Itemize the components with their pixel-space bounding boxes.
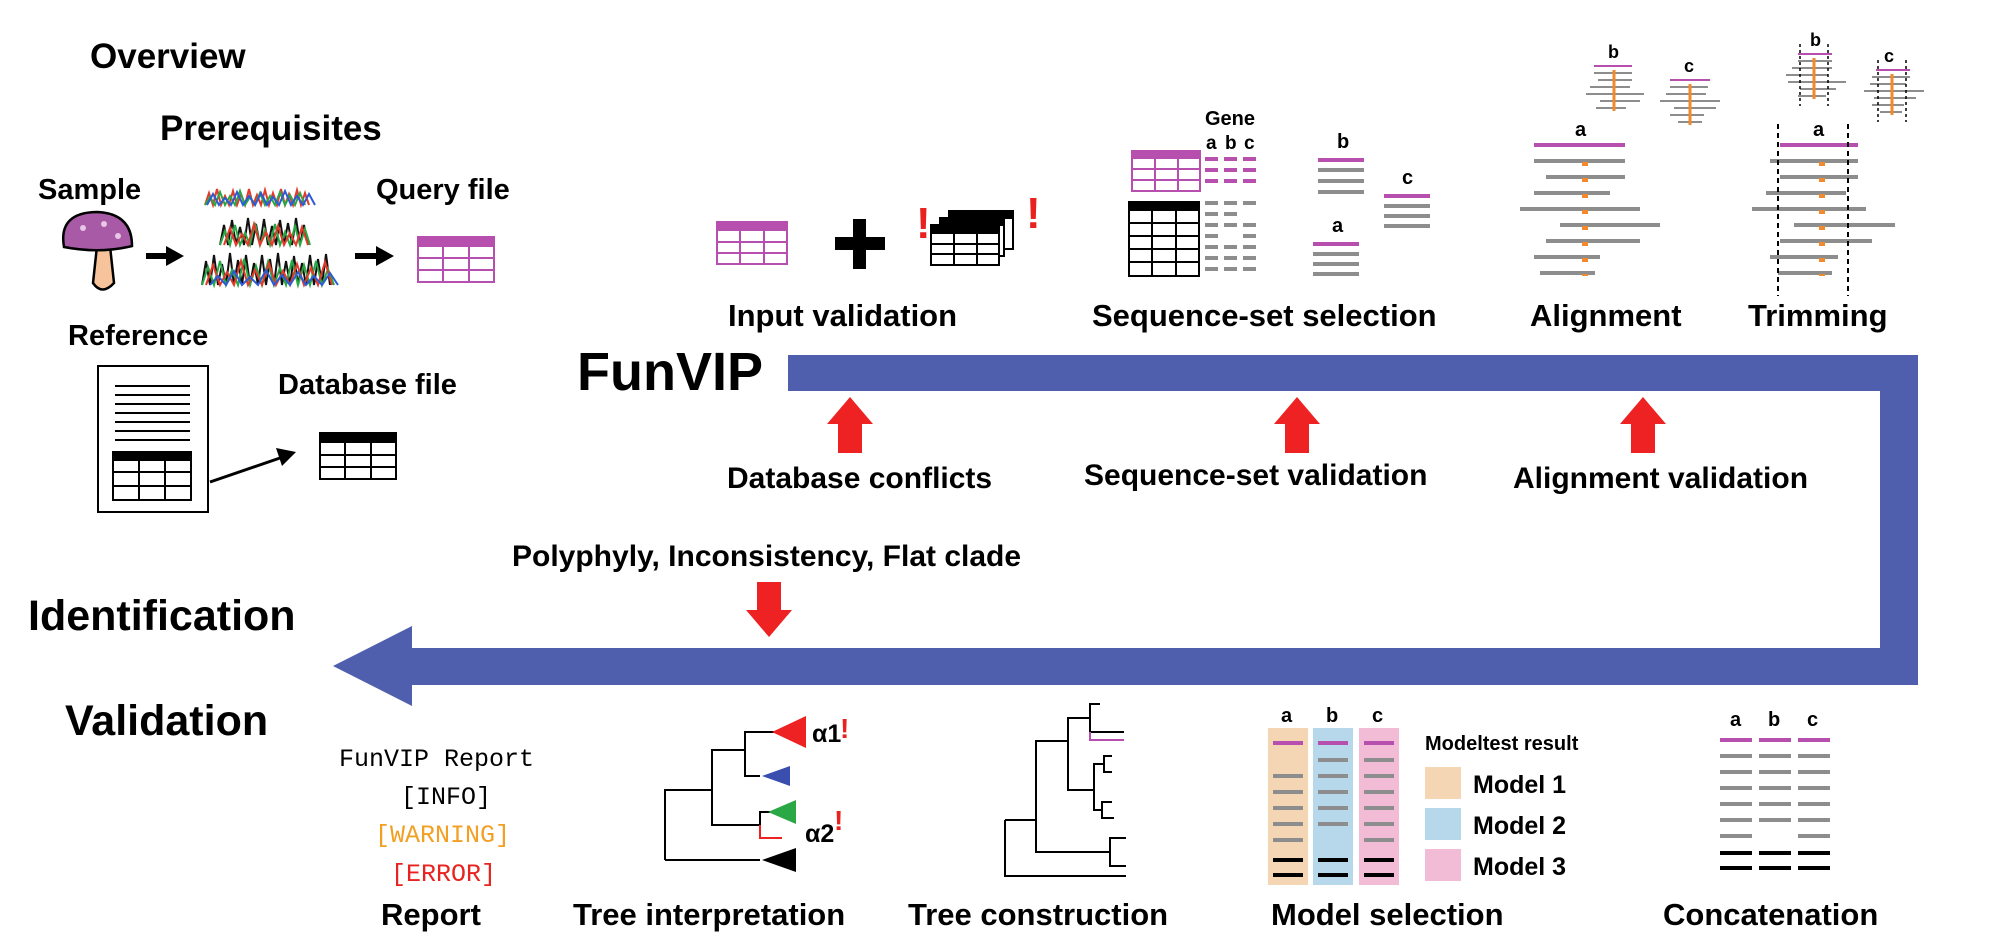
svg-text:b: b: [1326, 705, 1338, 727]
svg-text:a: a: [1332, 215, 1344, 237]
svg-text:c: c: [1684, 56, 1694, 76]
plus-icon: [835, 219, 885, 269]
alignment-validation-label: Alignment validation: [1513, 462, 1808, 495]
svg-text:a: a: [1206, 133, 1217, 154]
chromatogram-icon: [201, 186, 339, 289]
overview-heading: Overview: [90, 37, 246, 76]
model-2-label: Model 2: [1473, 812, 1566, 840]
mushroom-icon: [61, 210, 134, 291]
query-table-icon: [417, 236, 495, 283]
svg-text:c: c: [1884, 46, 1894, 66]
model-selection-label: Model selection: [1271, 897, 1504, 932]
tree-interpretation-label: Tree interpretation: [573, 897, 845, 932]
validation-heading: Validation: [65, 697, 268, 745]
concatenation-label: Concatenation: [1663, 897, 1878, 932]
model-1-label: Model 1: [1473, 771, 1566, 799]
svg-text:!: !: [916, 199, 931, 248]
svg-text:b: b: [1608, 42, 1619, 62]
alert-icon: !: [834, 805, 843, 836]
svg-text:a: a: [1281, 705, 1293, 727]
database-conflicts-label: Database conflicts: [727, 462, 992, 495]
report-info: [INFO]: [401, 783, 491, 812]
svg-text:!: !: [1026, 189, 1041, 238]
svg-text:b: b: [1768, 709, 1780, 731]
modeltest-title: Modeltest result: [1425, 733, 1579, 755]
svg-text:b: b: [1225, 133, 1237, 154]
check-arrow-up-icon: [827, 397, 1666, 453]
report-title: FunVIP Report: [339, 745, 534, 774]
svg-text:c: c: [1372, 705, 1383, 727]
pipeline-flow-arrow: [333, 355, 1918, 706]
svg-text:b: b: [1337, 131, 1349, 153]
construction-tree-icon: [1004, 703, 1126, 877]
svg-text:c: c: [1402, 167, 1413, 189]
svg-text:b: b: [1810, 30, 1821, 50]
gene-matrix-icon: Gene a b c: [1128, 108, 1256, 277]
tree-checks-label: Polyphyly, Inconsistency, Flat clade: [512, 540, 1021, 573]
model-3-swatch: [1425, 849, 1461, 881]
arrow-diagonal-icon: [209, 448, 296, 484]
input-query-table-icon: [716, 221, 788, 265]
check-arrow-down-icon: [746, 582, 792, 637]
database-file-label: Database file: [278, 369, 457, 401]
model-1-swatch: [1425, 767, 1461, 799]
interpretation-tree-icon: α1 ! α2 !: [664, 713, 849, 872]
alignment-icon: a b c: [1520, 42, 1720, 276]
tree-construction-label: Tree construction: [908, 897, 1168, 932]
database-table-icon: [319, 432, 397, 480]
funvip-heading: FunVIP: [577, 342, 763, 402]
concatenation-icon: a b c: [1720, 709, 1830, 870]
reference-label: Reference: [68, 320, 208, 352]
svg-text:c: c: [1244, 133, 1255, 154]
model-2-swatch: [1425, 808, 1461, 840]
report-label: Report: [381, 897, 481, 932]
clade-alpha1-label: α1: [812, 720, 841, 748]
arrow-right-icon: [355, 246, 394, 266]
report-error: [ERROR]: [391, 860, 496, 889]
model-legend: Model 1 Model 2 Model 3: [1425, 767, 1566, 881]
sequence-set-selection-label: Sequence-set selection: [1092, 298, 1437, 333]
database-stack-icon: [930, 210, 1014, 266]
sample-label: Sample: [38, 174, 141, 206]
reference-document-icon: [97, 365, 209, 513]
model-selection-icon: a b c: [1268, 705, 1399, 885]
query-file-label: Query file: [376, 174, 510, 206]
prerequisites-heading: Prerequisites: [160, 109, 382, 148]
alert-icon: ! !: [916, 189, 1041, 248]
trimming-label: Trimming: [1748, 298, 1888, 333]
svg-text:a: a: [1575, 119, 1587, 141]
arrow-right-icon: [146, 246, 184, 266]
report-warning: [WARNING]: [375, 821, 510, 850]
trimming-icon: a b c: [1752, 30, 1924, 296]
svg-text:a: a: [1813, 119, 1825, 141]
svg-text:a: a: [1730, 709, 1742, 731]
alert-icon: !: [840, 713, 849, 744]
identification-heading: Identification: [28, 592, 296, 640]
alignment-label: Alignment: [1530, 298, 1682, 333]
gene-header: Gene: [1205, 108, 1255, 130]
clade-alpha2-label: α2: [805, 820, 834, 848]
svg-text:c: c: [1807, 709, 1818, 731]
gene-sequence-sets-icon: b c a: [1313, 131, 1430, 276]
input-validation-label: Input validation: [728, 298, 957, 333]
sequence-set-validation-label: Sequence-set validation: [1084, 459, 1427, 492]
model-3-label: Model 3: [1473, 853, 1566, 881]
query-branch: [1089, 732, 1124, 741]
